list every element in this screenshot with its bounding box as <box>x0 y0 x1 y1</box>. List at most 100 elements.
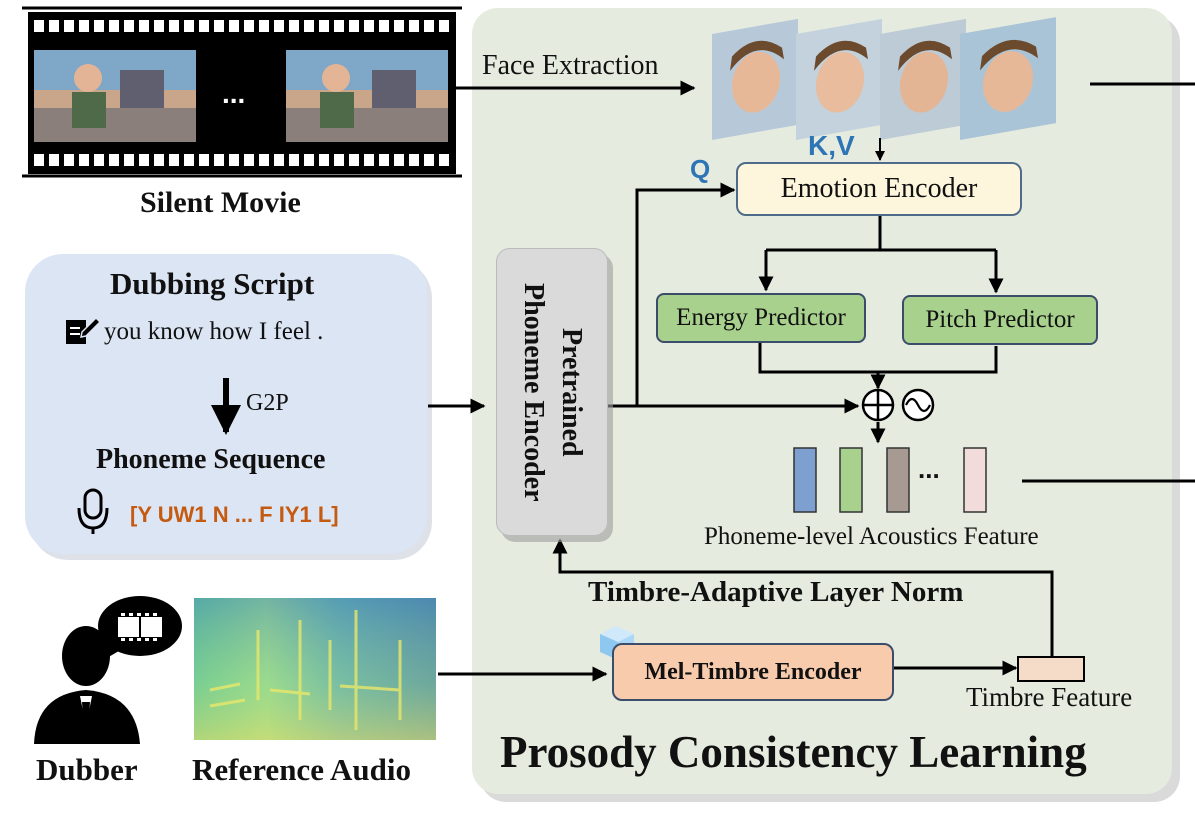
film-sprocket-hole <box>49 154 59 166</box>
film-sprocket-hole <box>154 20 164 32</box>
film-sprocket-hole <box>199 154 209 166</box>
film-sprocket-hole <box>244 154 254 166</box>
film-sprocket-hole <box>349 20 359 32</box>
talnorm-label: Timbre-Adaptive Layer Norm <box>588 576 964 608</box>
timbre-feature-label: Timbre Feature <box>966 682 1133 712</box>
film-sprocket-hole <box>274 154 284 166</box>
reference-audio-label: Reference Audio <box>192 752 411 787</box>
film-sprocket-hole <box>124 20 134 32</box>
speech-bubble-icon <box>98 596 182 662</box>
film-sprocket-hole <box>409 154 419 166</box>
face-image-3 <box>880 18 966 140</box>
film-sprocket-hole <box>79 154 89 166</box>
film-sprocket-hole <box>334 154 344 166</box>
film-sprocket-hole <box>349 154 359 166</box>
film-sprocket-hole <box>94 154 104 166</box>
face-image-4 <box>960 17 1056 140</box>
timbre-feature-box <box>1017 656 1085 682</box>
script-text: you know how I feel . <box>104 318 324 345</box>
connectors <box>211 80 1195 682</box>
feature-bar-1 <box>793 447 817 513</box>
sum-operator <box>861 388 895 422</box>
film-sprocket-hole <box>34 154 44 166</box>
film-sprocket-hole <box>64 20 74 32</box>
phoneme-encoder-line1: Pretrained <box>556 327 587 457</box>
film-sprocket-hole <box>184 154 194 166</box>
mel-timbre-encoder-box: Mel-Timbre Encoder <box>612 643 894 701</box>
phoneme-sequence-title: Phoneme Sequence <box>96 444 326 475</box>
film-sprocket-hole <box>199 20 209 32</box>
film-sprocket-hole <box>229 154 239 166</box>
film-strip <box>22 6 462 178</box>
film-sprocket-hole <box>49 20 59 32</box>
film-sprocket-hole <box>139 154 149 166</box>
face-images <box>712 17 1056 140</box>
face-extraction-label: Face Extraction <box>482 50 659 81</box>
film-sprocket-hole <box>439 20 449 32</box>
film-sprocket-hole <box>259 20 269 32</box>
film-sprocket-hole <box>169 154 179 166</box>
acoustic-feature-bars <box>793 447 987 513</box>
spectrogram-image <box>194 598 436 740</box>
phoneme-encoder-box: Pretrained Phoneme Encoder <box>496 248 608 536</box>
film-sprocket-hole <box>229 20 239 32</box>
sine-icon <box>901 388 935 422</box>
energy-predictor-box: Energy Predictor <box>656 293 866 343</box>
film-sprocket-hole <box>184 20 194 32</box>
film-sprocket-hole <box>394 154 404 166</box>
film-sprocket-hole <box>109 20 119 32</box>
microphone-icon <box>77 488 109 534</box>
film-sprocket-hole <box>304 20 314 32</box>
film-sprocket-hole <box>289 20 299 32</box>
film-sprocket-hole <box>169 20 179 32</box>
acoustic-feature-label: Phoneme-level Acoustics Feature <box>704 523 1039 550</box>
feature-bar-2 <box>839 447 863 513</box>
g2p-label: G2P <box>246 390 289 416</box>
film-sprocket-hole <box>244 20 254 32</box>
film-sprocket-hole <box>139 20 149 32</box>
silent-movie-label: Silent Movie <box>140 186 301 219</box>
film-sprocket-hole <box>94 20 104 32</box>
film-sprocket-hole <box>394 20 404 32</box>
face-image-1 <box>712 18 798 140</box>
film-sprocket-hole <box>379 20 389 32</box>
film-sprocket-hole <box>424 154 434 166</box>
dubber-label: Dubber <box>36 752 138 787</box>
film-sprocket-hole <box>64 154 74 166</box>
feature-bar-3 <box>886 447 910 513</box>
film-sprocket-hole <box>79 20 89 32</box>
film-sprocket-hole <box>439 154 449 166</box>
film-sprocket-hole <box>364 154 374 166</box>
film-sprocket-hole <box>109 154 119 166</box>
film-sprocket-hole <box>319 20 329 32</box>
emotion-encoder-box: Emotion Encoder <box>736 162 1022 216</box>
film-sprocket-hole <box>334 20 344 32</box>
film-sprocket-hole <box>154 154 164 166</box>
film-sprocket-hole <box>289 154 299 166</box>
feature-ellipsis: ... <box>918 454 940 484</box>
film-sprocket-hole <box>34 20 44 32</box>
phoneme-sequence-value: [Y UW1 N ... F IY1 L] <box>130 502 339 527</box>
dubbing-script-title: Dubbing Script <box>110 266 315 301</box>
pitch-predictor-box: Pitch Predictor <box>902 295 1098 345</box>
feature-bar-4 <box>963 447 987 513</box>
dubber-icon <box>34 626 140 744</box>
phoneme-encoder-line2: Phoneme Encoder <box>518 282 549 502</box>
key-value-label: K,V <box>808 130 855 161</box>
movie-frame-1 <box>34 50 196 142</box>
film-sprocket-hole <box>424 20 434 32</box>
film-sprocket-hole <box>124 154 134 166</box>
film-sprocket-hole <box>319 154 329 166</box>
film-sprocket-hole <box>379 154 389 166</box>
panel-title: Prosody Consistency Learning <box>500 727 1087 777</box>
face-image-2 <box>796 18 882 140</box>
film-sprocket-hole <box>214 154 224 166</box>
film-sprocket-hole <box>304 154 314 166</box>
query-label: Q <box>690 154 711 184</box>
movie-ellipsis: ... <box>222 78 246 109</box>
edit-note-icon <box>66 316 102 344</box>
film-sprocket-hole <box>274 20 284 32</box>
film-sprocket-hole <box>214 20 224 32</box>
movie-frame-2 <box>286 50 448 142</box>
film-sprocket-hole <box>259 154 269 166</box>
